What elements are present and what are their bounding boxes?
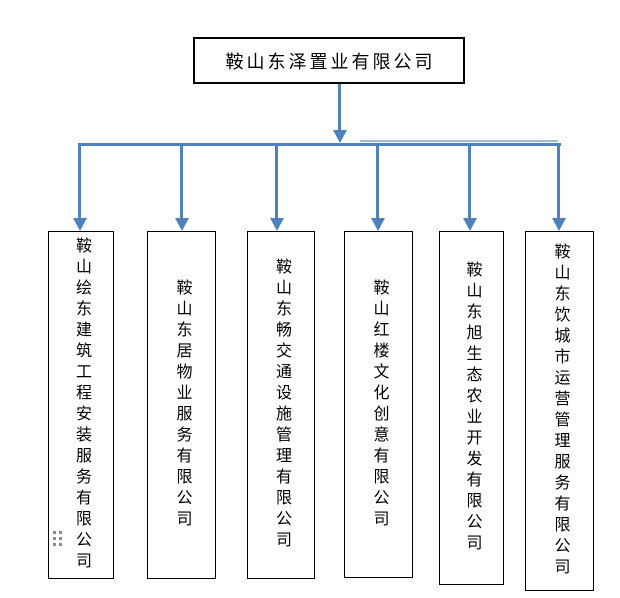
connector-drop-2 xyxy=(180,144,183,220)
child-label-5: 鞍山东旭生态农业开发有限公司 xyxy=(463,261,481,555)
connector-stem xyxy=(338,84,341,130)
org-box-child-2: 鞍山东居物业服务有限公司 xyxy=(147,231,216,579)
drag-handle-icon xyxy=(53,531,62,546)
child-label-2: 鞍山东居物业服务有限公司 xyxy=(173,279,191,531)
connector-drop-6 xyxy=(557,144,560,220)
arrow-down-icon xyxy=(463,218,477,231)
child-label-4: 鞍山红楼文化创意有限公司 xyxy=(370,278,388,531)
root-label: 鞍山东泽置业有限公司 xyxy=(225,51,436,72)
connector-drop-5 xyxy=(468,144,471,220)
arrow-down-icon xyxy=(175,218,189,231)
org-box-child-1: 鞍山绘东建筑工程安装服务有限公司 xyxy=(48,231,114,579)
arrow-down-icon xyxy=(371,218,385,231)
connector-drop-3 xyxy=(275,144,278,220)
connector-rail xyxy=(78,143,561,146)
connector-drop-1 xyxy=(78,144,81,220)
org-box-root: 鞍山东泽置业有限公司 xyxy=(193,37,465,84)
arrow-down-icon xyxy=(270,218,284,231)
child-label-1: 鞍山绘东建筑工程安装服务有限公司 xyxy=(73,237,90,573)
arrow-down-icon xyxy=(552,218,566,231)
connector-rail-overlap xyxy=(360,140,558,142)
arrow-down-icon xyxy=(333,130,347,143)
org-box-child-3: 鞍山东畅交通设施管理有限公司 xyxy=(247,231,315,579)
org-box-child-6: 鞍山东饮城市运营管理服务有限公司 xyxy=(525,231,594,591)
org-box-child-5: 鞍山东旭生态农业开发有限公司 xyxy=(439,231,504,585)
arrow-down-icon xyxy=(73,218,87,231)
connector-drop-4 xyxy=(376,144,379,220)
org-box-child-4: 鞍山红楼文化创意有限公司 xyxy=(344,231,413,578)
child-label-6: 鞍山东饮城市运营管理服务有限公司 xyxy=(551,243,569,579)
child-label-3: 鞍山东畅交通设施管理有限公司 xyxy=(273,258,290,552)
